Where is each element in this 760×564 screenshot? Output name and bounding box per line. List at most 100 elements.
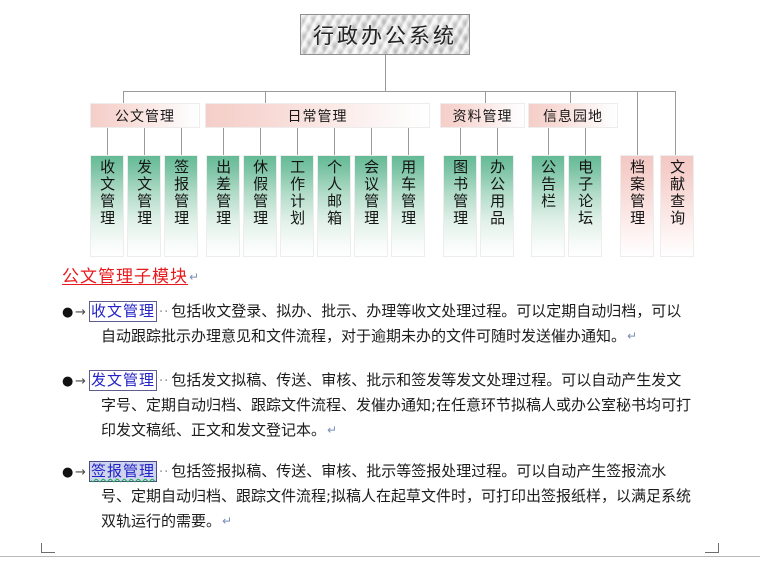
chart-leaf-huiyi-guanli[interactable]: 会议管理	[354, 155, 388, 257]
chart-leaf-gongzuo-jihua[interactable]: 工作计划	[280, 155, 314, 257]
connector-bus-to-gongwen	[123, 91, 124, 103]
page-bottom-rule	[0, 556, 760, 557]
chart-node-label: 公文管理	[115, 108, 175, 125]
chart-node-gongwen-guanli[interactable]: 公文管理	[90, 103, 200, 128]
connector-main-bus	[123, 91, 675, 92]
list-item-text: 字号、定期自动归档、跟踪文件流程、发催办通知;在任意环节拟稿人或办公室秘书均可打	[101, 396, 692, 414]
connector-leaf-drop	[260, 128, 261, 155]
section-heading: 公文管理子模块↵	[62, 262, 200, 287]
list-item: ●→发文管理··包括发文拟稿、传送、审核、批示和签发等发文处理过程。可以自动产生…	[62, 368, 691, 443]
section-heading-text: 公文管理子模块	[62, 267, 188, 287]
connector-leaf-drop	[107, 128, 108, 155]
chart-node-label: 信息园地	[543, 108, 603, 125]
connector-bus-to-richang	[265, 91, 266, 103]
bullet-icon: ●	[62, 305, 74, 320]
chart-leaf-label: 文献查询	[668, 159, 687, 227]
chart-leaf-tushu-guanli[interactable]: 图书管理	[443, 155, 477, 257]
tab-dots: ··	[159, 465, 170, 480]
list-item: ●→收文管理··包括收文登录、拟办、批示、办理等收文处理过程。可以定期自动归档，…	[62, 299, 681, 349]
chart-leaf-label: 发文管理	[135, 159, 154, 227]
chart-node-xinxi-yuandi[interactable]: 信息园地	[528, 103, 618, 128]
pilcrow-mark: ↵	[327, 423, 338, 437]
page-margin-mark-bottom-right	[705, 543, 719, 553]
list-item-text: 印发文稿纸、正文和发文登记本。	[101, 421, 327, 439]
list-item-text: 包括签报拟稿、传送、审核、批示等签报处理过程。可以自动产生签报流水	[171, 462, 667, 480]
chart-leaf-label: 签报管理	[172, 159, 191, 227]
list-item-first-line: ●→收文管理··包括收文登录、拟办、批示、办理等收文处理过程。可以定期自动归档，…	[62, 299, 681, 324]
chart-leaf-label: 收文管理	[98, 159, 117, 227]
list-item: ●→签报管理··包括签报拟稿、传送、审核、批示等签报处理过程。可以自动产生签报流…	[62, 459, 691, 534]
chart-node-richang-guanli[interactable]: 日常管理	[205, 103, 430, 128]
chart-node-label: 日常管理	[287, 108, 348, 125]
term-fawen-guanli[interactable]: 发文管理	[89, 370, 158, 391]
chart-leaf-yongche-guanli[interactable]: 用车管理	[391, 155, 425, 257]
chart-leaf-label: 用车管理	[399, 159, 418, 227]
chart-leaf-geren-youxiang[interactable]: 个人邮箱	[317, 155, 351, 257]
pilcrow-mark: ↵	[222, 514, 233, 528]
tab-dots: ··	[159, 305, 170, 320]
chart-node-label: 资料管理	[452, 108, 513, 125]
chart-leaf-fawen-guanli[interactable]: 发文管理	[127, 155, 161, 257]
chart-leaf-dangan-guanli[interactable]: 档案管理	[620, 155, 654, 257]
list-item-line: 双轨运行的需要。↵	[62, 509, 691, 534]
chart-leaf-label: 图书管理	[451, 159, 470, 227]
chart-leaf-label: 休假管理	[251, 159, 270, 227]
tab-arrow-icon: →	[75, 465, 86, 480]
connector-leaf-drop	[181, 128, 182, 155]
chart-leaf-shouwen-guanli[interactable]: 收文管理	[90, 155, 124, 257]
bullet-icon: ●	[62, 374, 74, 389]
list-item-text: 双轨运行的需要。	[101, 512, 222, 530]
chart-leaf-chuchai-guanli[interactable]: 出差管理	[206, 155, 240, 257]
page-margin-mark-bottom-left	[41, 543, 55, 553]
connector-leaf-drop	[297, 128, 298, 155]
chart-leaf-qianbao-guanli[interactable]: 签报管理	[164, 155, 198, 257]
chart-leaf-bangong-yongpin[interactable]: 办公用品	[480, 155, 514, 257]
connector-leaf-drop	[460, 128, 461, 155]
term-qianbao-guanli[interactable]: 签报管理	[89, 461, 158, 482]
list-item-first-line: ●→签报管理··包括签报拟稿、传送、审核、批示等签报处理过程。可以自动产生签报流…	[62, 459, 691, 484]
pilcrow-mark: ↵	[627, 329, 638, 343]
chart-leaf-dianzi-luntan[interactable]: 电子论坛	[568, 155, 602, 257]
chart-leaf-label: 会议管理	[362, 159, 381, 227]
connector-leaf-drop	[223, 128, 224, 155]
chart-leaf-label: 公告栏	[539, 159, 558, 210]
chart-leaf-label: 个人邮箱	[325, 159, 344, 227]
list-item-first-line: ●→发文管理··包括发文拟稿、传送、审核、批示和签发等发文处理过程。可以自动产生…	[62, 368, 691, 393]
chart-leaf-gonggaolan[interactable]: 公告栏	[531, 155, 565, 257]
connector-bus-to-wenxian	[675, 91, 676, 155]
chart-node-ziliao-guanli[interactable]: 资料管理	[440, 103, 525, 128]
term-shouwen-guanli[interactable]: 收文管理	[89, 301, 158, 322]
connector-leaf-drop	[548, 128, 549, 155]
chart-leaf-xiujia-guanli[interactable]: 休假管理	[243, 155, 277, 257]
connector-leaf-drop	[371, 128, 372, 155]
tab-arrow-icon: →	[75, 374, 86, 389]
list-item-line: 号、定期自动归档、跟踪文件流程;拟稿人在起草文件时，可打印出签报纸样，以满足系统	[62, 484, 691, 509]
list-item-text: 号、定期自动归档、跟踪文件流程;拟稿人在起草文件时，可打印出签报纸样，以满足系统	[101, 487, 692, 505]
connector-bus-to-ziliao	[485, 91, 486, 103]
connector-root-stem	[385, 55, 386, 91]
chart-node-root-label: 行政办公系统	[313, 23, 457, 48]
list-item-line: 自动跟踪批示办理意见和文件流程，对于逾期未办的文件可随时发送催办通知。↵	[62, 324, 681, 349]
connector-leaf-drop	[408, 128, 409, 155]
org-chart: 行政办公系统 公文管理 日常管理 资料管理 信息园地	[0, 0, 760, 265]
connector-leaf-drop	[334, 128, 335, 155]
list-item-text: 自动跟踪批示办理意见和文件流程，对于逾期未办的文件可随时发送催办通知。	[101, 327, 627, 345]
connector-leaf-drop	[144, 128, 145, 155]
chart-leaf-wenxian-chaxun[interactable]: 文献查询	[660, 155, 694, 257]
chart-leaf-label: 档案管理	[628, 159, 647, 227]
pilcrow-mark: ↵	[189, 270, 201, 284]
connector-bus-to-dangan	[637, 91, 638, 155]
chart-node-root[interactable]: 行政办公系统	[300, 14, 470, 55]
chart-leaf-label: 出差管理	[214, 159, 233, 227]
connector-bus-to-xinxi	[570, 91, 571, 103]
list-item-text: 包括收文登录、拟办、批示、办理等收文处理过程。可以定期自动归档，可以	[171, 302, 682, 320]
chart-leaf-label: 工作计划	[288, 159, 307, 227]
tab-dots: ··	[159, 374, 170, 389]
list-item-line: 字号、定期自动归档、跟踪文件流程、发催办通知;在任意环节拟稿人或办公室秘书均可打	[62, 393, 691, 418]
list-item-line: 印发文稿纸、正文和发文登记本。↵	[62, 418, 691, 443]
chart-leaf-label: 办公用品	[488, 159, 507, 227]
list-item-text: 包括发文拟稿、传送、审核、批示和签发等发文处理过程。可以自动产生发文	[171, 371, 682, 389]
connector-leaf-drop	[585, 128, 586, 155]
tab-arrow-icon: →	[75, 305, 86, 320]
